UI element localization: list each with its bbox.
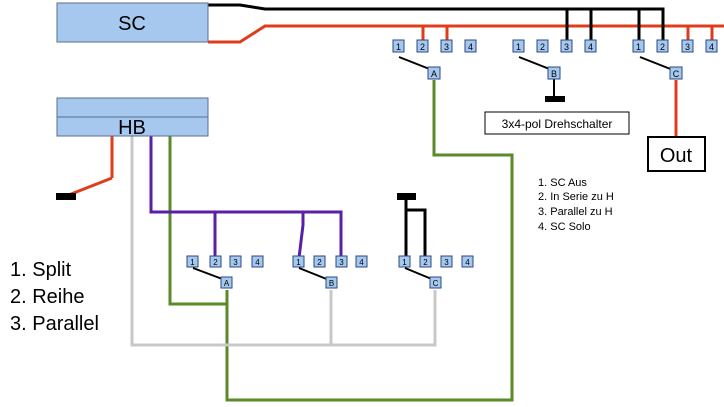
bottom-switch-c-pos-4: 4 [465, 258, 470, 267]
top-switch-a-pos-2: 2 [420, 42, 425, 52]
ground-symbol-top [545, 96, 565, 102]
bottom-switch-b-pos-3: 3 [339, 258, 344, 267]
black-jumper-bottom-c [404, 198, 427, 258]
top-switch-c-pos-2: 2 [660, 42, 665, 52]
top-switch-a-pos-1: 1 [396, 42, 401, 52]
top-legend: 1. SC Aus 2. In Serie zu H 3. Parallel z… [538, 177, 614, 233]
top-switch-c-pos-4: 4 [709, 42, 714, 52]
purple-wire [149, 136, 343, 259]
top-legend-item: 2. In Serie zu H [538, 191, 614, 203]
top-switch-c-pole: C [673, 69, 680, 79]
green-wire-hb [168, 136, 227, 306]
top-switch-c-pos-3: 3 [685, 42, 690, 52]
ground-symbol-bottom [397, 193, 416, 200]
sc-pickup: SC [56, 2, 209, 43]
ground-symbol-hb [56, 193, 76, 200]
top-switch-b-pole: B [551, 69, 557, 79]
top-legend-item: 1. SC Aus [538, 177, 587, 189]
green-wire-top-a [225, 80, 514, 402]
top-switch-b-pos-4: 4 [588, 42, 593, 52]
bottom-switch-c: 1 2 3 4 C [398, 255, 474, 289]
hb-label: HB [118, 117, 146, 139]
top-switch-b-pos-1: 1 [516, 42, 521, 52]
sc-red-wire [208, 24, 724, 44]
sc-black-wire [208, 3, 665, 98]
output-jack: Out [647, 136, 706, 172]
sc-label: SC [118, 13, 146, 35]
top-switch-a: 1 2 3 4 A [392, 39, 477, 80]
hb-pickup: HB [56, 97, 209, 139]
top-switch-a-pos-4: 4 [468, 42, 473, 52]
top-switch-b-pos-2: 2 [540, 42, 545, 52]
output-label: Out [660, 145, 693, 167]
bottom-switch-b-pos-2: 2 [317, 258, 322, 267]
top-switch-a-pos-3: 3 [444, 42, 449, 52]
bottom-switch-a: 1 2 3 4 A [186, 255, 264, 289]
bottom-switch-a-pos-4: 4 [255, 258, 260, 267]
switch-caption-box: 3x4-pol Drehschalter [484, 111, 630, 135]
bottom-switch-a-pos-2: 2 [213, 258, 218, 267]
bottom-switch-b-pos-1: 1 [296, 258, 301, 267]
bottom-switch-b-pos-4: 4 [359, 258, 364, 267]
top-switch-c-pos-1: 1 [636, 42, 641, 52]
bottom-switch-a-pos-1: 1 [190, 258, 195, 267]
bottom-switch-b: 1 2 3 4 B [292, 255, 368, 289]
top-switch-c: 1 2 3 4 C [632, 39, 718, 80]
bottom-legend-item: 1. Split [10, 259, 72, 281]
bottom-switch-b-pole: B [329, 279, 334, 288]
gray-wire [130, 136, 437, 347]
bottom-legend-item: 2. Reihe [10, 286, 85, 308]
bottom-switch-c-pos-2: 2 [423, 258, 428, 267]
bottom-switch-a-pole: A [224, 279, 230, 288]
bottom-switch-c-pos-1: 1 [402, 258, 407, 267]
bottom-legend: 1. Split 2. Reihe 3. Parallel [10, 259, 99, 335]
bottom-switch-c-pole: C [433, 279, 439, 288]
bottom-legend-item: 3. Parallel [10, 313, 99, 335]
top-legend-item: 4. SC Solo [538, 221, 591, 233]
top-switch-b-pos-3: 3 [564, 42, 569, 52]
top-switch-b: 1 2 3 4 B [512, 39, 597, 80]
switch-caption: 3x4-pol Drehschalter [502, 117, 613, 131]
bottom-switch-c-pos-3: 3 [444, 258, 449, 267]
top-legend-item: 3. Parallel zu H [538, 206, 613, 218]
top-switch-a-pole: A [431, 69, 437, 79]
bottom-switch-a-pos-3: 3 [233, 258, 238, 267]
